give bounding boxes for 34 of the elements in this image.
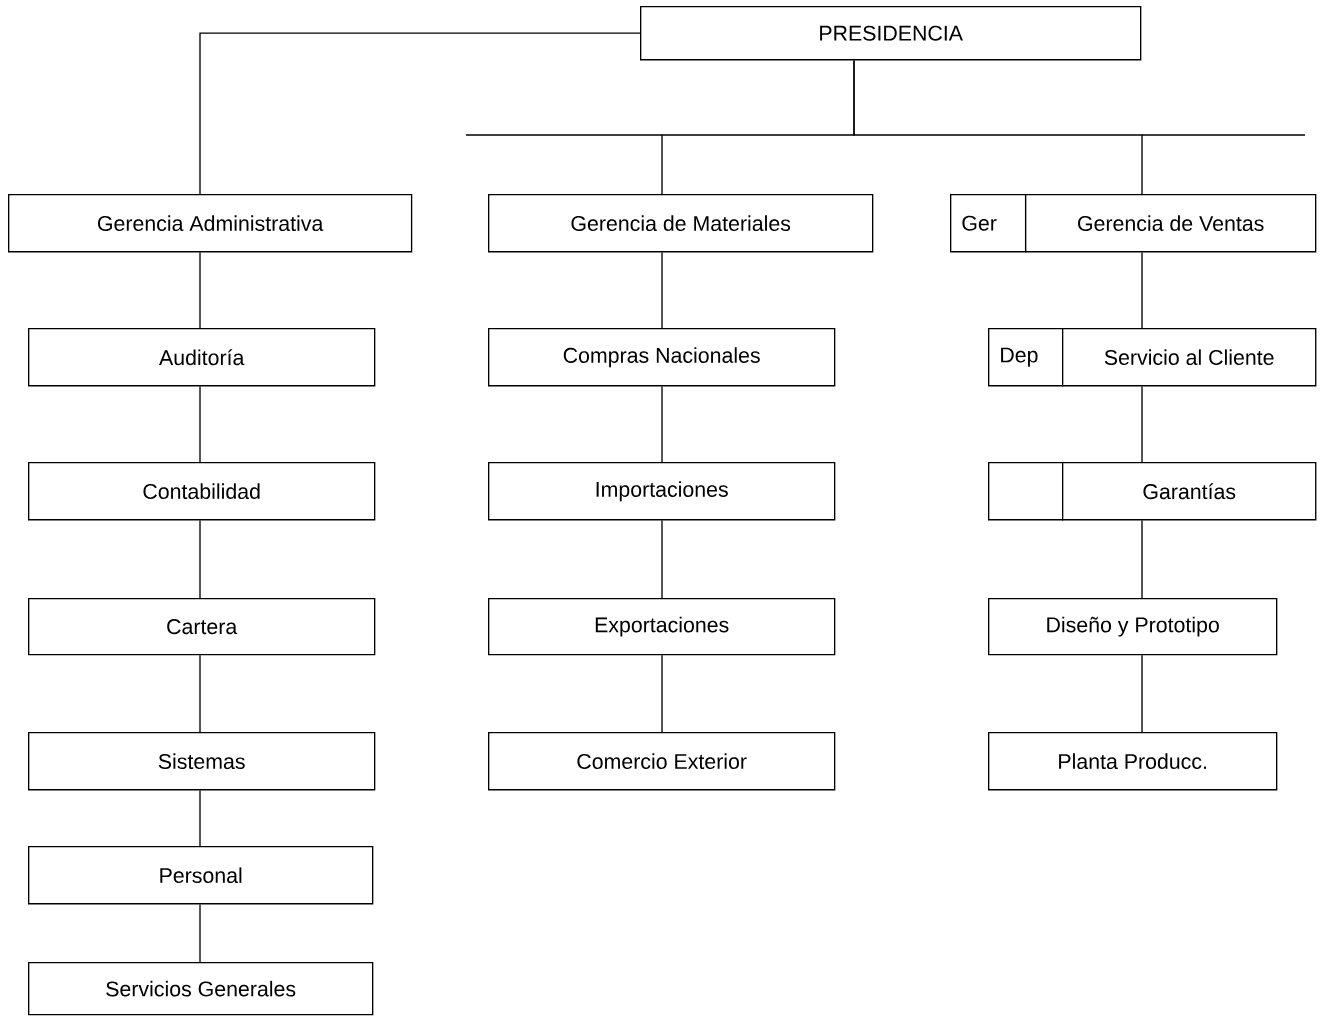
connector-line — [199, 32, 641, 195]
connector-line — [661, 251, 663, 329]
department-box: PRESIDENCIA — [640, 6, 1142, 61]
connector-line — [853, 59, 1143, 195]
department-box: Diseño y Prototipo — [988, 598, 1278, 656]
department-box: Contabilidad — [28, 462, 376, 521]
department-box: Exportaciones — [488, 598, 836, 656]
department-box: Personal — [28, 846, 374, 905]
connector-line — [199, 654, 201, 733]
connector-line — [199, 385, 201, 463]
department-box: Cartera — [28, 598, 376, 656]
partly-hidden-box — [988, 462, 1064, 521]
connector-line — [199, 519, 201, 599]
connector-line — [1141, 654, 1143, 733]
partly-hidden-box: Ger — [950, 194, 1027, 253]
department-box: Gerencia de Materiales — [488, 194, 874, 253]
connector-line — [199, 251, 201, 329]
connector-line — [199, 789, 201, 847]
connector-line — [661, 519, 663, 599]
connector-line — [1141, 385, 1143, 463]
department-box: Auditoría — [28, 328, 376, 387]
connector-line — [661, 385, 663, 463]
connector-line — [199, 903, 201, 963]
department-box: Importaciones — [488, 462, 836, 521]
connector-line — [1141, 251, 1143, 329]
department-box: Sistemas — [28, 732, 376, 791]
department-box: Comercio Exterior — [488, 732, 836, 791]
partly-hidden-box: Dep — [988, 328, 1064, 387]
department-box: Servicios Generales — [28, 962, 374, 1016]
connector-line — [1141, 519, 1143, 599]
department-box: Compras Nacionales — [488, 328, 836, 387]
department-box: Planta Producc. — [988, 732, 1278, 791]
department-box: Gerencia Administrativa — [8, 194, 413, 253]
connector-line — [661, 654, 663, 733]
